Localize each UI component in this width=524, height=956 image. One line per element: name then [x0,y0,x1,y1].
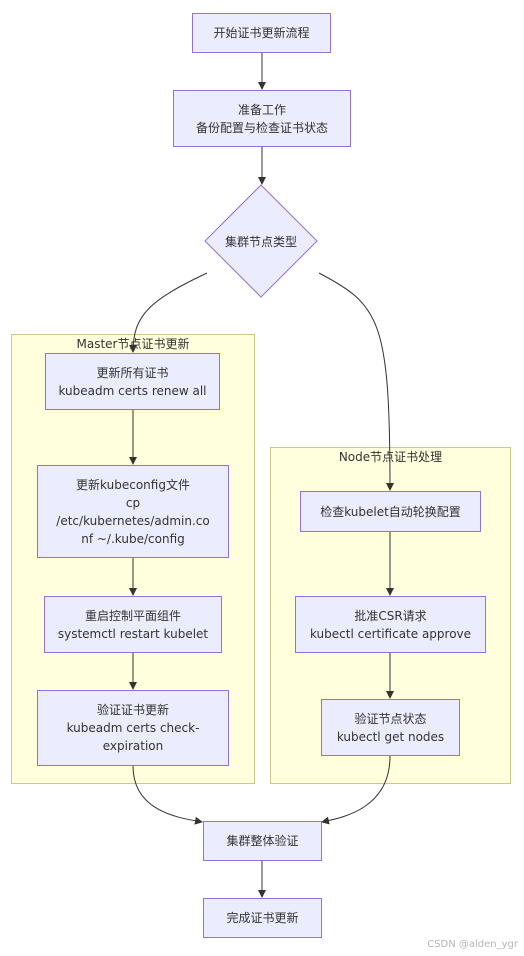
prepare-node: 准备工作 备份配置与检查证书状态 [173,90,351,147]
renew-all-node: 更新所有证书 kubeadm certs renew all [45,353,220,410]
decision-text: 集群节点类型 [224,234,297,249]
csdn-watermark: CSDN @alden_ygr [427,939,518,950]
prepare-node-detail: 备份配置与检查证书状态 [195,120,328,135]
verify-node-command: kubectl get nodes [336,729,445,744]
verify-node-node: 验证节点状态 kubectl get nodes [321,699,460,756]
approve-csr-node: 批准CSR请求 kubectl certificate approve [295,596,486,653]
approve-csr-command: kubectl certificate approve [309,626,472,641]
done-node: 完成证书更新 [203,898,322,938]
cluster-verify-node: 集群整体验证 [203,821,322,861]
update-kubeconfig-title: 更新kubeconfig文件 [76,477,190,492]
renew-all-command: kubeadm certs renew all [58,383,207,398]
done-text: 完成证书更新 [226,911,299,925]
cluster-verify-text: 集群整体验证 [226,834,299,848]
verify-master-title: 验证证书更新 [96,703,169,717]
verify-node-title: 验证节点状态 [354,711,427,726]
update-kubeconfig-node: 更新kubeconfig文件 cp /etc/kubernetes/admin.… [37,465,229,558]
update-kubeconfig-cmd-3: nf ~/.kube/config [81,531,185,546]
edge-decision-node [318,272,394,491]
edge-verifymaster-cluster [132,765,203,825]
restart-control-node: 重启控制平面组件 systemctl restart kubelet [44,596,222,653]
restart-control-title: 重启控制平面组件 [84,608,181,623]
update-kubeconfig-cmd-1: cp [125,495,141,510]
edge-decision-master [129,272,208,353]
check-kubelet-text: 检查kubelet自动轮换配置 [320,504,461,519]
verify-master-cmd-2: expiration [102,739,164,753]
update-kubeconfig-cmd-2: /etc/kubernetes/admin.co [56,513,210,528]
start-node-text: 开始证书更新流程 [213,26,310,40]
approve-csr-title: 批准CSR请求 [354,608,427,623]
renew-all-title: 更新所有证书 [96,365,169,380]
decision-diamond [204,184,318,298]
verify-master-cmd-1: kubeadm certs check- [66,721,200,735]
start-node: 开始证书更新流程 [192,13,331,53]
check-kubelet-node: 检查kubelet自动轮换配置 [300,491,481,532]
verify-master-node: 验证证书更新 kubeadm certs check- expiration [37,690,229,766]
node-cluster-title: Node节点证书处理 [338,450,443,464]
prepare-node-title: 准备工作 [237,102,286,117]
restart-control-command: systemctl restart kubelet [57,626,209,641]
edge-verifynode-cluster [321,755,391,825]
